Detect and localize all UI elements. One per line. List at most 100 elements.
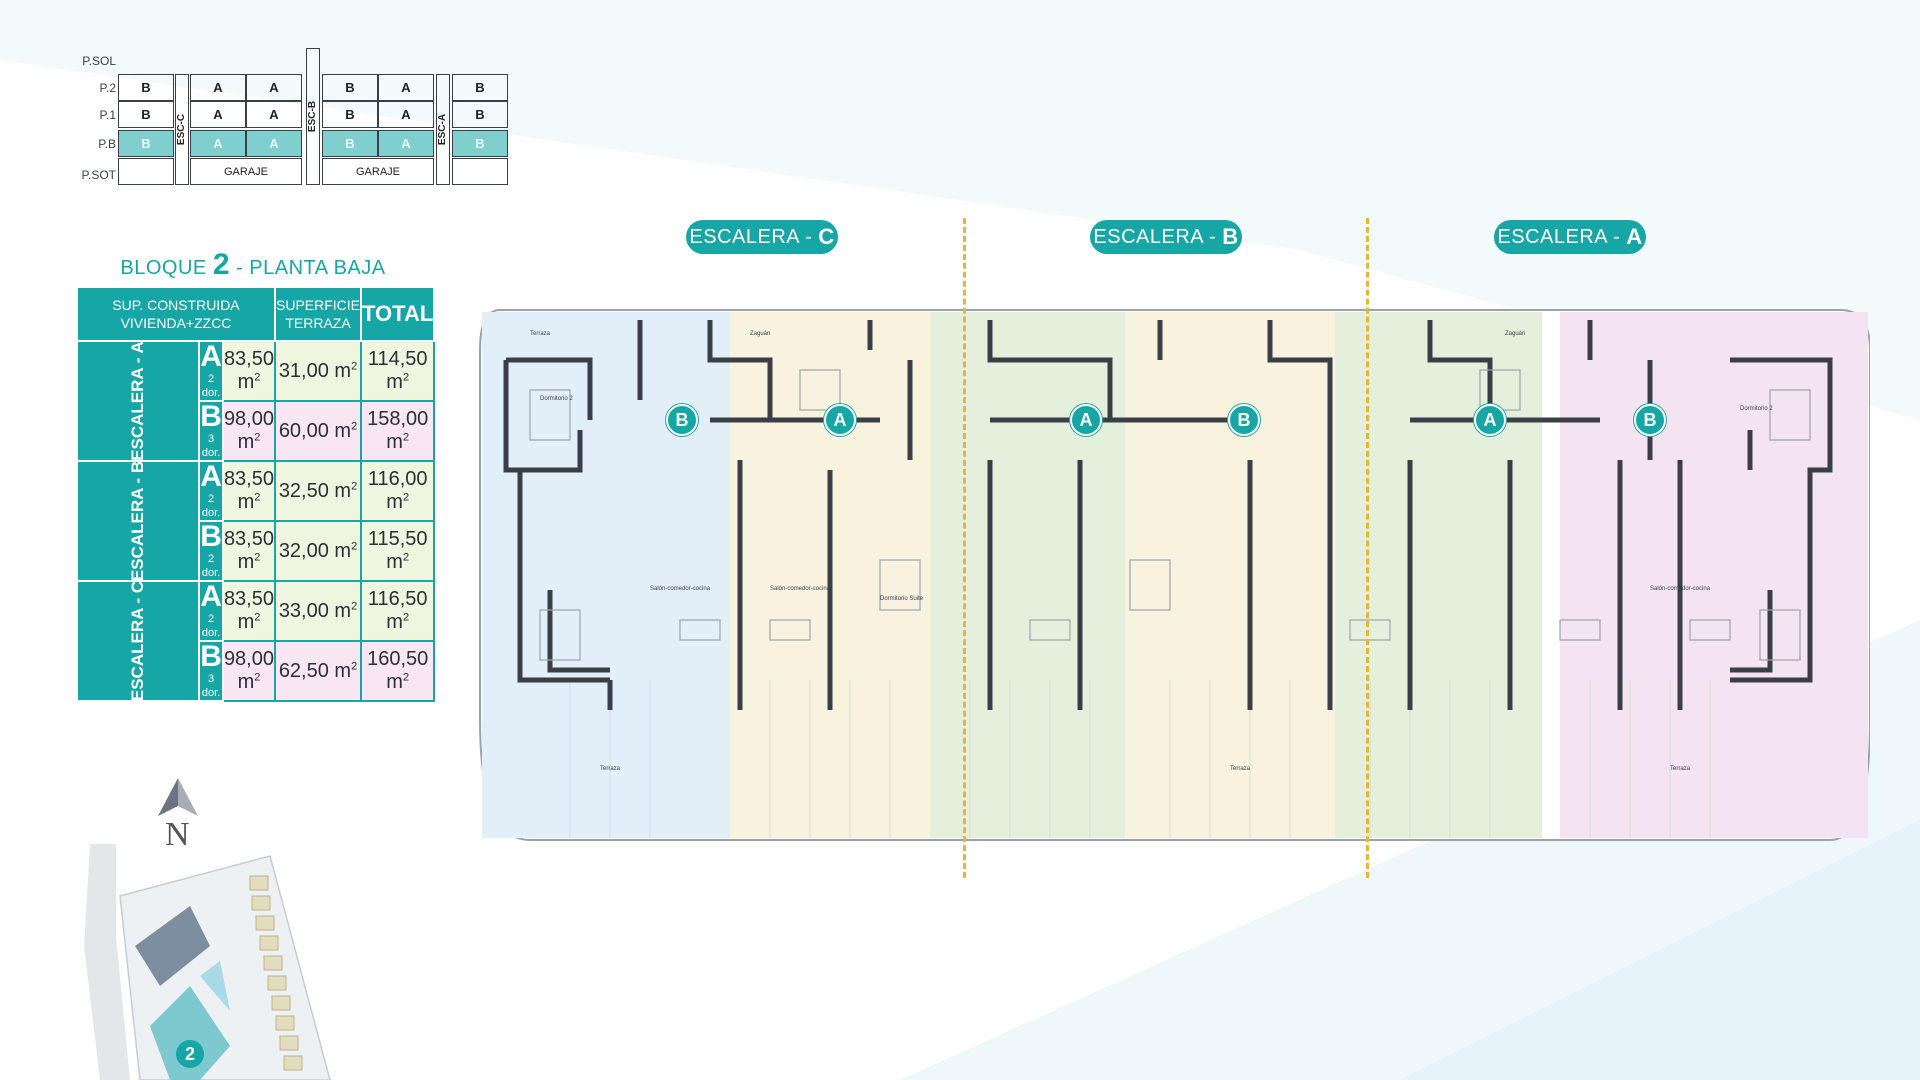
unit-cell: B <box>452 74 508 101</box>
unit-cell-ground: B <box>118 130 174 157</box>
unit-marker: B <box>1634 404 1666 436</box>
level-label: P.SOL <box>82 54 116 68</box>
table-title-prefix: BLOQUE <box>120 257 207 279</box>
terrace-value: 32,00 m <box>278 539 352 562</box>
header-built: SUP. CONSTRUIDA VIVIENDA+ZZCC <box>76 286 276 342</box>
total-cell: 116,50 m2 <box>360 580 436 642</box>
unit-cell-ground: A <box>378 130 434 157</box>
surface-table: SUP. CONSTRUIDA VIVIENDA+ZZCC SUPERFICIE… <box>75 286 436 702</box>
table-header-row: SUP. CONSTRUIDA VIVIENDA+ZZCC SUPERFICIE… <box>76 286 436 342</box>
total-cell: 158,00 m2 <box>360 400 436 462</box>
room-label: Terraza <box>1670 766 1691 772</box>
unit-exponent: 2 <box>254 551 261 564</box>
unit-cell: B <box>118 101 174 128</box>
unit-dorms: 3 dor. <box>201 673 221 699</box>
escalera-prefix: ESCALERA - <box>1497 225 1621 248</box>
north-arrow-icon <box>158 778 198 816</box>
block-divider <box>1366 218 1369 878</box>
terrace-cell: 32,50 m2 <box>273 460 363 522</box>
stair-label: ESC-B <box>307 100 319 133</box>
total-value: 115,50 m <box>367 528 428 573</box>
unit-cell: B <box>322 101 378 128</box>
unit-exponent: 2 <box>351 359 358 372</box>
escalera-prefix: ESCALERA - <box>1093 225 1217 248</box>
unit-cell-ground: B <box>452 130 508 157</box>
escalera-badge-b: ESCALERA -B <box>1090 220 1242 254</box>
level-label: P.1 <box>99 108 116 122</box>
table-title-suffix: - PLANTA BAJA <box>236 257 386 279</box>
room-label: Dormitorio Suite <box>880 596 924 602</box>
terrace-value: 31,00 m <box>278 359 352 382</box>
built-value: 83,50 m <box>223 348 274 393</box>
terrace-cell: 33,00 m2 <box>273 580 363 642</box>
terrace-cell: 62,50 m2 <box>273 640 363 702</box>
level-label: P.2 <box>99 81 116 95</box>
unit-dorms: 2 dor. <box>201 613 221 639</box>
site-block-marker: 2 <box>176 1040 204 1068</box>
unit-letter: B <box>200 400 222 433</box>
total-value: 116,50 m <box>367 588 428 633</box>
surface-table-block: BLOQUE 2 - PLANTA BAJA SUP. CONSTRUIDA V… <box>75 248 436 702</box>
unit-exponent: 2 <box>351 479 358 492</box>
unit-cell-ground: A <box>190 130 246 157</box>
unit-exponent: 2 <box>254 431 261 444</box>
block-divider <box>963 218 966 878</box>
built-value: 83,50 m <box>223 468 274 513</box>
unit-cell-ground: B <box>322 130 378 157</box>
total-value: 116,00 m <box>367 468 428 513</box>
room-label: Terraza <box>1230 766 1251 772</box>
stair-core: ESC-A <box>436 74 450 185</box>
built-cell: 98,00 m2 <box>221 400 277 462</box>
escalera-label: ESCALERA - A <box>128 341 148 461</box>
terrace-cell: 32,00 m2 <box>273 520 363 582</box>
room-label: Zaguán <box>1505 331 1525 337</box>
unit-letter: A <box>200 580 222 613</box>
unit-dorms: 2 dor. <box>201 493 221 519</box>
built-cell: 98,00 m2 <box>221 640 277 702</box>
basement-cell <box>118 158 174 185</box>
level-label: P.B <box>98 137 116 151</box>
unit-marker: A <box>1474 404 1506 436</box>
built-value: 83,50 m <box>223 588 274 633</box>
floor-plan: Terraza Dormitorio 2 Salón-comedor-cocin… <box>479 309 1870 841</box>
level-label: P.SOT <box>81 168 116 182</box>
room-label: Terraza <box>530 331 551 337</box>
escalera-badge-a: ESCALERA -A <box>1494 220 1646 254</box>
unit-dorms: 2 dor. <box>201 553 221 579</box>
unit-exponent: 2 <box>402 611 410 624</box>
unit-letter: B <box>200 520 222 553</box>
escalera-cell: ESCALERA - C <box>75 580 201 702</box>
table-title: BLOQUE 2 - PLANTA BAJA <box>76 248 430 282</box>
unit-exponent: 2 <box>254 371 261 384</box>
unit-exponent: 2 <box>254 491 261 504</box>
unit-cell: A <box>246 101 302 128</box>
unit-exponent: 2 <box>402 671 410 684</box>
header-terrace: SUPERFICIE TERRAZA <box>273 286 363 342</box>
unit-exponent: 2 <box>254 671 261 684</box>
escalera-cell: ESCALERA - B <box>75 460 201 582</box>
unit-exponent: 2 <box>351 599 358 612</box>
escalera-badge-c: ESCALERA -C <box>686 220 838 254</box>
terrace-cell: 31,00 m2 <box>273 340 363 402</box>
stair-label: ESC-A <box>437 113 449 146</box>
terrace-cell: 60,00 m2 <box>273 400 363 462</box>
unit-marker: B <box>1228 404 1260 436</box>
room-label: Terraza <box>600 766 621 772</box>
stair-label: ESC-C <box>176 113 188 146</box>
unit-exponent: 2 <box>402 551 410 564</box>
unit-exponent: 2 <box>351 659 358 672</box>
stair-core: ESC-B <box>306 48 320 185</box>
escalera-label: ESCALERA - C <box>128 580 148 702</box>
built-cell: 83,50 m2 <box>221 460 277 522</box>
unit-cell: B <box>118 74 174 101</box>
unit-exponent: 2 <box>254 611 261 624</box>
